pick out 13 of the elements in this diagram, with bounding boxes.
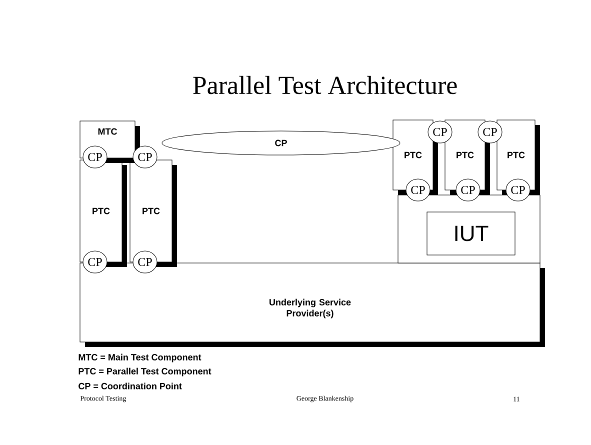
coordination-point: CP (506, 178, 530, 202)
coordination-point: CP (132, 146, 158, 168)
coordination-point: CP (478, 120, 502, 144)
definition-text: PTC = Parallel Test Component (78, 368, 212, 376)
iut-box: IUT (426, 212, 516, 256)
coordination-point: CP (82, 146, 108, 168)
coordination-point: CP (456, 178, 480, 202)
coordination-point: CP (82, 250, 108, 274)
coordination-point: CP (406, 178, 430, 202)
definition-text: CP = Coordination Point (78, 382, 182, 390)
coordination-point: CP (132, 250, 158, 274)
coordination-point: CP (428, 120, 452, 144)
slide-title: Parallel Test Architecture (193, 76, 457, 94)
